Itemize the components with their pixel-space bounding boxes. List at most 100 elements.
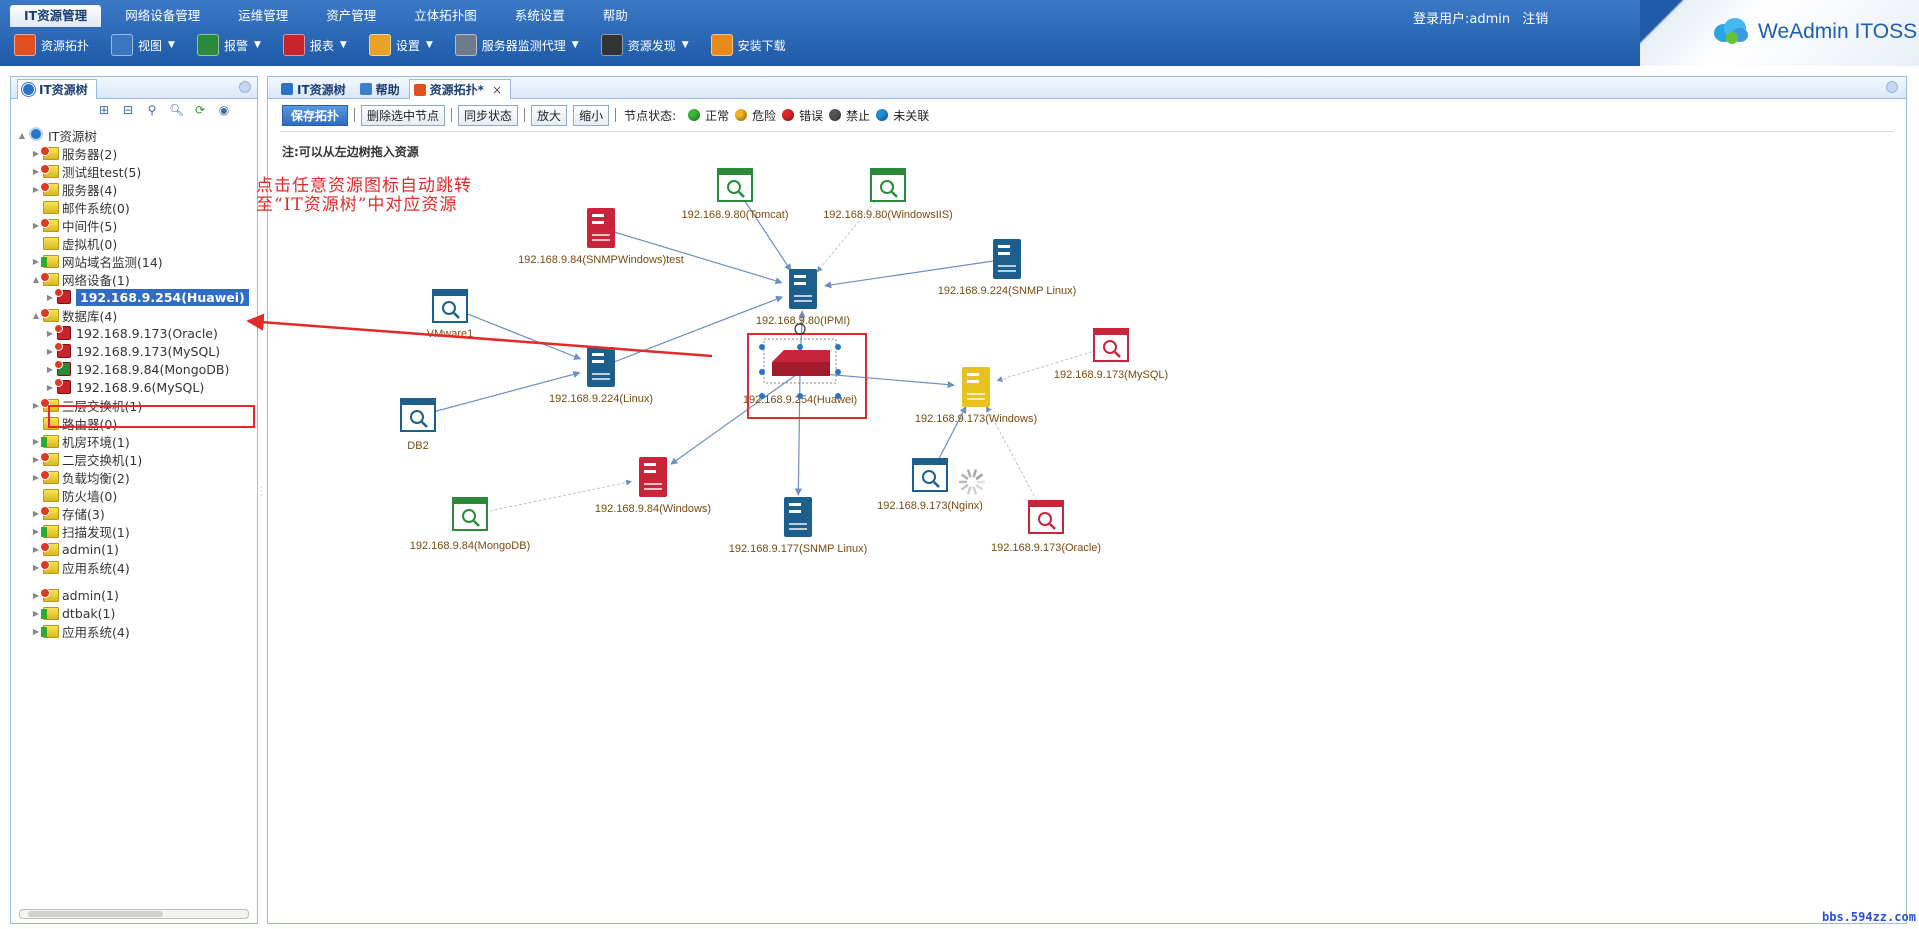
tree-toggle-icon[interactable]: ▶ bbox=[32, 166, 40, 176]
folder-icon bbox=[40, 505, 59, 521]
zoom-out-button[interactable]: 缩小 bbox=[573, 104, 610, 126]
menu-item-2[interactable]: 运维管理 bbox=[238, 8, 289, 23]
tree-toggle-icon[interactable]: ▶ bbox=[46, 382, 54, 392]
toolbar-button-server-agent[interactable]: 服务器监测代理▼ bbox=[454, 30, 579, 60]
tree-toggle-icon[interactable]: ▶ bbox=[32, 508, 40, 518]
tree-toggle-icon[interactable]: ▶ bbox=[32, 472, 40, 482]
tree-node-label: 扫描发现(1) bbox=[62, 524, 130, 540]
panel-collapse-icon[interactable] bbox=[239, 81, 251, 93]
toolbar-button-view[interactable]: 视图▼ bbox=[111, 30, 175, 60]
delete-selected-node-button[interactable]: 删除选中节点 bbox=[361, 104, 446, 126]
tree-node[interactable]: ▶ dtbak(1) bbox=[31, 603, 115, 623]
tree-node[interactable]: 防火墙(0) bbox=[31, 485, 117, 505]
tree-toggle-icon[interactable]: ▶ bbox=[32, 436, 40, 446]
logout-link[interactable]: 注销 bbox=[1522, 12, 1549, 27]
tree-toggle-icon[interactable]: ▶ bbox=[32, 590, 40, 600]
eye-icon[interactable]: ◉ bbox=[218, 103, 230, 117]
tree-node[interactable]: ▶二层交换机(1) bbox=[31, 449, 142, 469]
toolbar-button-download[interactable]: 安装下载 bbox=[710, 30, 786, 60]
tree-toggle-icon[interactable]: ▶ bbox=[32, 184, 40, 194]
menu-item-0[interactable]: IT资源管理 bbox=[10, 5, 102, 27]
tree-node[interactable]: ▶负载均衡(2) bbox=[31, 467, 130, 487]
tree-toggle-icon[interactable]: ▶ bbox=[32, 608, 40, 618]
tree-node[interactable]: ▲网络设备(1) bbox=[31, 269, 130, 289]
expand-all-icon[interactable]: ⊞ bbox=[98, 103, 110, 117]
tree-node[interactable]: ▶admin(1) bbox=[31, 539, 119, 559]
tree-toggle-icon[interactable]: ▶ bbox=[46, 364, 54, 374]
tree-toggle-icon[interactable]: ▶ bbox=[32, 220, 40, 230]
panel-splitter[interactable]: ··· bbox=[260, 483, 263, 500]
tree-node[interactable]: ▶ 扫描发现(1) bbox=[31, 521, 130, 541]
folder-icon bbox=[41, 523, 59, 539]
tree-node[interactable]: ▶192.168.9.6(MySQL) bbox=[45, 377, 204, 397]
tree-toggle-icon[interactable]: ▶ bbox=[32, 148, 40, 158]
tree-toggle-icon[interactable]: ▶ bbox=[32, 562, 40, 572]
tree-node-label: dtbak(1) bbox=[62, 605, 116, 621]
tree-node[interactable]: ▶192.168.9.84(MongoDB) bbox=[45, 359, 229, 379]
menu-item-1[interactable]: 网络设备管理 bbox=[125, 8, 201, 23]
tree-toggle-icon[interactable]: ▶ bbox=[46, 346, 54, 356]
tree-node[interactable]: ▶应用系统(4) bbox=[31, 557, 130, 577]
tree-toggle-icon[interactable]: ▶ bbox=[32, 544, 40, 554]
menu-item-4[interactable]: 立体拓扑图 bbox=[414, 8, 477, 23]
tree-node[interactable]: ▲数据库(4) bbox=[31, 305, 117, 325]
watermark: bbs.594zz.com bbox=[1822, 910, 1916, 924]
tree-node[interactable]: 邮件系统(0) bbox=[31, 197, 130, 217]
tree-panel-tab[interactable]: IT资源树 bbox=[17, 79, 97, 99]
tree-node[interactable]: ▶应用系统(4) bbox=[31, 621, 130, 641]
tree-node[interactable]: ▶测试组test(5) bbox=[31, 161, 141, 181]
annotation-callout: 点击任意资源图标自动跳转 至“IT资源树”中对应资源 bbox=[256, 177, 472, 215]
toolbar-button-alarm[interactable]: 报警▼ bbox=[196, 30, 261, 60]
tree-toggle-icon[interactable]: ▶ bbox=[32, 256, 40, 266]
tree-toggle-icon[interactable]: ▶ bbox=[32, 526, 40, 536]
toolbar-label: 服务器监测代理 bbox=[481, 38, 566, 53]
sync-status-button[interactable]: 同步状态 bbox=[458, 104, 519, 126]
collapse-all-icon[interactable]: ⊟ bbox=[122, 103, 134, 117]
save-topology-button[interactable]: 保存拓扑 bbox=[282, 104, 349, 126]
tree-toggle-icon[interactable]: ▶ bbox=[32, 400, 40, 410]
zoom-in-button[interactable]: 放大 bbox=[531, 104, 568, 126]
tree-node[interactable]: 虚拟机(0) bbox=[31, 233, 117, 253]
tree-node[interactable]: ▶admin(1) bbox=[31, 585, 119, 605]
toolbar-label: 视图 bbox=[138, 38, 163, 53]
tree-node[interactable]: ▶网站域名监测(14) bbox=[31, 251, 163, 271]
tab-0[interactable]: IT资源树 bbox=[276, 79, 355, 99]
logo-area: WeAdmin ITOSS bbox=[1640, 0, 1919, 66]
tree-node[interactable]: ▲ IT资源树 bbox=[17, 125, 97, 145]
tree-toggle-icon[interactable]: ▶ bbox=[32, 454, 40, 464]
tree-node[interactable]: ▶192.168.9.173(Oracle) bbox=[45, 323, 218, 343]
tree-toggle-icon[interactable]: ▲ bbox=[32, 274, 40, 284]
tree-toggle-icon[interactable]: ▶ bbox=[32, 626, 40, 636]
toolbar-button-discovery[interactable]: 资源发现▼ bbox=[600, 30, 689, 60]
refresh-icon[interactable]: ⟳ bbox=[194, 103, 206, 117]
tree-link-icon[interactable]: ⚲ bbox=[147, 103, 157, 117]
toolbar-button-settings[interactable]: 设置▼ bbox=[368, 30, 433, 60]
tree-horizontal-scrollbar[interactable] bbox=[19, 909, 249, 919]
main-panel-collapse-icon[interactable] bbox=[1886, 81, 1898, 93]
tree-node-label: IT资源树 bbox=[48, 128, 97, 144]
status-legend-item: 禁止 bbox=[829, 107, 870, 124]
tree-node[interactable]: ▶机房环境(1) bbox=[31, 431, 130, 451]
tree-toggle-icon[interactable]: ▶ bbox=[46, 292, 54, 302]
toolbar-button-report[interactable]: 报表▼ bbox=[282, 30, 347, 60]
tab-1[interactable]: 帮助 bbox=[355, 79, 409, 99]
tree-node[interactable]: ▶服务器(4) bbox=[31, 179, 117, 199]
tree-node[interactable]: ▶中间件(5) bbox=[31, 215, 117, 235]
tree-node[interactable]: ▶ 192.168.9.173(MySQL) bbox=[45, 341, 220, 361]
search-icon[interactable]: 🔍︎ bbox=[169, 103, 185, 117]
scrollbar-thumb[interactable] bbox=[28, 911, 163, 917]
menu-item-6[interactable]: 帮助 bbox=[602, 8, 628, 23]
tree-toggle-icon[interactable]: ▶ bbox=[46, 328, 54, 338]
topology-toolbar: 保存拓扑 删除选中节点 同步状态 放大 缩小 节点状态: 正常危险错误禁止未关联 bbox=[282, 104, 929, 126]
tree-node[interactable]: ▶192.168.9.254(Huawei) bbox=[45, 287, 249, 307]
tree-toggle-icon[interactable]: ▲ bbox=[32, 310, 40, 320]
close-icon[interactable]: × bbox=[491, 82, 503, 97]
tree-node[interactable]: ▶服务器(2) bbox=[31, 143, 117, 163]
tree-node-label: 192.168.9.173(MySQL) bbox=[76, 343, 221, 359]
menu-item-3[interactable]: 资产管理 bbox=[326, 8, 377, 23]
tree-node[interactable]: ▶存储(3) bbox=[31, 503, 105, 523]
tree-toggle-icon[interactable]: ▲ bbox=[18, 130, 26, 140]
tab-2[interactable]: 资源拓扑*× bbox=[408, 79, 512, 99]
toolbar-button-topology[interactable]: 资源拓扑 bbox=[14, 30, 89, 60]
menu-item-5[interactable]: 系统设置 bbox=[514, 8, 565, 23]
